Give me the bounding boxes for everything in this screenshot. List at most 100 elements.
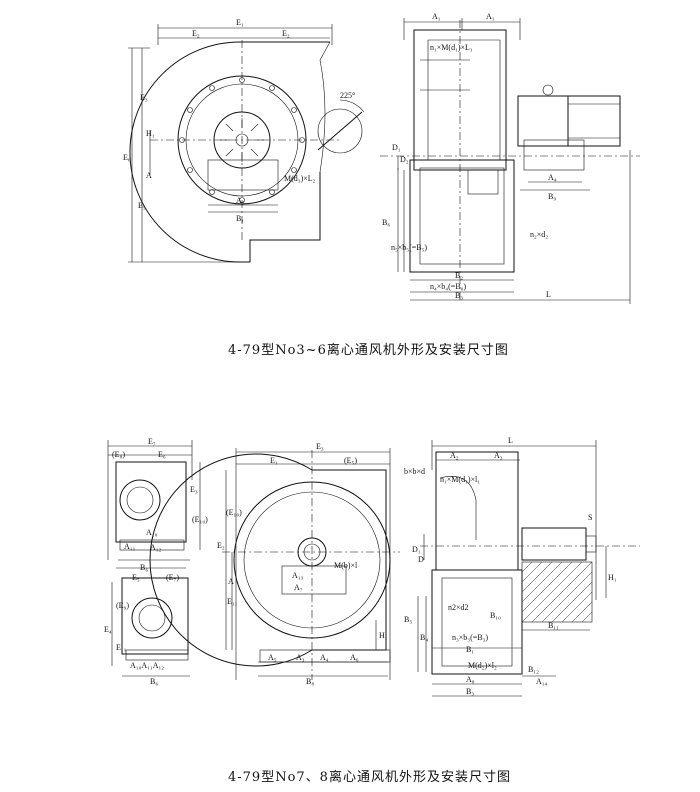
top-front-dimensions [128, 24, 333, 263]
dim-e5-b: (E₅) [344, 456, 357, 465]
caption-top: 4-79型No3~6离心通风机外形及安装尺寸图 [228, 343, 509, 358]
base-hatching [521, 561, 593, 623]
dim-a10: A₁₀ [146, 528, 158, 537]
dim-a-b: A [228, 577, 234, 586]
top-front-view: E₁ E₂ E₂ E₃ E₆ E₅ H₁ A A₃ B₁ 225° M(d₃)×… [123, 18, 365, 263]
bottom-left-views: E₇ (E₈) E₆ E₃ (E₁₀) A₁₀ A₁₂ A₁₁ B₆ E₅ (E… [104, 437, 208, 686]
dim-a4-b: A₄ [320, 653, 329, 662]
dim-b11-b: B₁₁ [548, 621, 559, 630]
dim-e6: E₆ [158, 450, 166, 459]
dim-b6: B₆ [382, 218, 390, 227]
dim-e1: E₁ [236, 18, 244, 27]
dim-a3-b: A₃ [296, 653, 305, 662]
outlet-flange [319, 41, 331, 173]
top-side-view: A₁ A₁ n₁×M(d₁)×L₁ D₁ D₂ A₄ B₉ B₆ n₅×b₅(=… [380, 12, 640, 304]
dim-d2: D₂ [400, 155, 409, 164]
outlet-duct [409, 159, 515, 273]
dim-a1-right: A₁ [486, 12, 495, 21]
dim-e9: (E₉) [116, 601, 129, 610]
base-block [521, 561, 593, 623]
dim-e10-b: (E₁₀) [226, 508, 242, 517]
dim-nd: n₂×d₂ [530, 230, 548, 239]
bottom-side-view: L A₂ A₃ b×b×d n₁×M(d₁)×l₁ S D₁ D H₁ B₅ B… [404, 436, 640, 697]
dim-a2-b: A₂ [450, 451, 459, 460]
dim-s: S [588, 513, 592, 522]
dim-a14-b: A₁₄ [536, 677, 548, 686]
dim-e3: E₃ [140, 93, 148, 102]
volute-outline-large [149, 453, 387, 667]
dim-l: L [546, 290, 551, 299]
dim-a13-b: A₁₃ [292, 571, 304, 580]
dim-e3-b: E₃ [316, 442, 324, 451]
dim-hole: M(d₃)×L₂ [284, 174, 316, 183]
dim-b12-b: B₁₂ [528, 665, 539, 674]
dim-a4: A₄ [548, 173, 557, 182]
bottom-front-view: E₁ E₃ (E₅) (E₁₀) E₂ A E₁₁ H₁ A₁₃ A₇ M(b)… [149, 442, 400, 686]
dim-h1-b2: H₁ [608, 573, 617, 582]
dim-b9: B₉ [548, 192, 556, 201]
dim-e1-b: E₁ [270, 456, 278, 465]
dim-d: D₁ [392, 143, 401, 152]
dim-b3: B₃ [455, 291, 463, 300]
damper-plate [317, 111, 363, 151]
dim-b5-b: B₅ [404, 615, 412, 624]
dim-nb-b: n₃×b₃(=B₃) [452, 633, 488, 642]
dim-nb: n₅×b₅(=B₅) [391, 243, 427, 252]
dim-b10-b: B₁₀ [490, 611, 501, 620]
dim-b2: B₂ [455, 271, 463, 280]
dim-na: n₄×b₄(=B₀) [430, 282, 466, 291]
dim-b4-b: B₄ [420, 633, 428, 642]
dim-l-b: L [508, 436, 513, 445]
dim-a12: A₁₁ [124, 542, 136, 551]
dim-a6-b: A₆ [350, 653, 359, 662]
dim-a7-b: A₇ [294, 583, 303, 592]
dim-aa: A₁₀A₁₁A₁₂ [130, 661, 164, 670]
dim-d1-b: D₁ [412, 545, 421, 554]
dim-a: A [146, 171, 152, 180]
volute-outline [129, 41, 330, 263]
dim-n2-b: n2×d2 [448, 603, 469, 612]
dim-b6: B₆ [140, 563, 148, 572]
dim-e10: (E₁₀) [192, 515, 208, 524]
dim-a8-b: A₈ [466, 675, 475, 684]
dim-e5: E₅ [138, 201, 146, 210]
dim-a5-b: A₅ [268, 653, 277, 662]
dim-b3-b: B₃ [466, 687, 474, 696]
dim-e2-right: E₂ [282, 29, 290, 38]
dim-a1-left: A₁ [432, 12, 441, 21]
motor-case [567, 95, 621, 147]
bottom-left-dimensions [107, 440, 201, 677]
top-side-dimensions [397, 18, 631, 304]
small-housing-2 [121, 577, 189, 655]
caption-bottom: 4-79型No7、8离心通风机外形及安装尺寸图 [228, 770, 511, 785]
dim-e11: E₁₁ [116, 643, 127, 652]
dim-e6: E₆ [123, 153, 131, 162]
dim-b1-b: B₁ [466, 645, 474, 654]
dim-n1-b: n₁×M(d₁)×l₁ [440, 475, 480, 484]
dim-hole-b: M(b)×l [334, 561, 358, 570]
dim-md-b: M(d₂)×l₂ [468, 661, 497, 670]
dim-bd: b×b×d [404, 467, 425, 476]
dim-b8-b: B₈ [306, 677, 314, 686]
motor-base [207, 159, 279, 191]
fan-housing-side-b [435, 451, 519, 571]
dim-e2-b: E₂ [217, 541, 225, 550]
bearing-box [521, 527, 587, 561]
dim-h1-b: H₁ [379, 631, 388, 640]
dim-b6b: B₆ [150, 677, 158, 686]
dim-e8: (E₈) [112, 450, 125, 459]
dim-a3-b2: A₃ [494, 451, 503, 460]
dim-e7: E₇ [148, 437, 156, 446]
motor-body [517, 95, 569, 147]
dim-e7b: (E₇) [166, 573, 179, 582]
dim-angle: 225° [340, 91, 355, 100]
dim-a11: A₁₂ [150, 543, 162, 552]
dim-n1: n₁×M(d₁)×L₁ [430, 43, 473, 52]
bottom-side-dimensions [417, 440, 607, 697]
dim-e2-left: E₂ [192, 29, 200, 38]
outlet-duct-b [431, 569, 523, 675]
dim-a3: A₃ [236, 196, 245, 205]
dim-e11-b: E₁₁ [227, 597, 238, 606]
